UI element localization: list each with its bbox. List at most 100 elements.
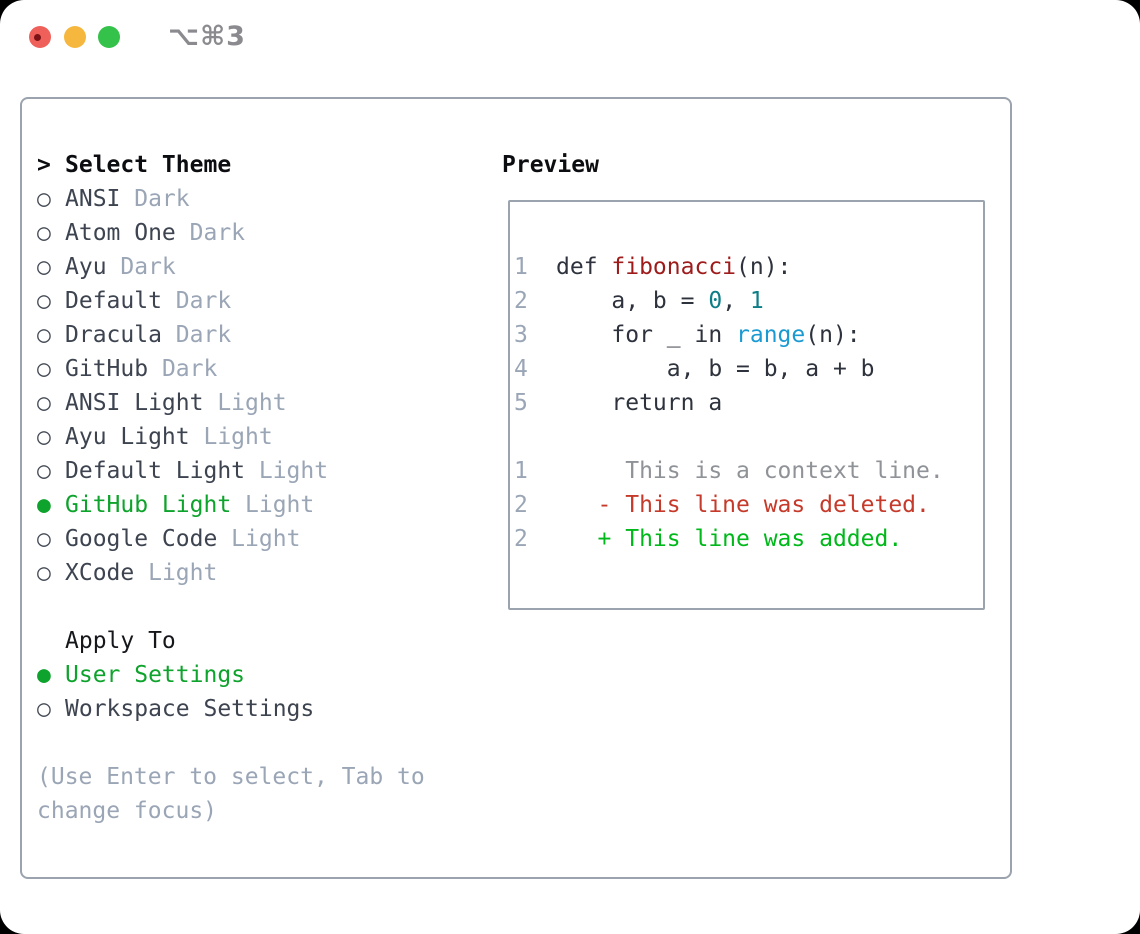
code-line: 4 a, b = b, a + b (514, 352, 983, 386)
theme-name: Ayu (65, 254, 107, 280)
code-token: a, b = b, a + b (556, 356, 875, 382)
radio-unselected-icon: ○ (37, 424, 51, 450)
code-text: def fibonacci(n): (556, 254, 791, 280)
theme-option-default-light[interactable]: ○ Default Light Light (37, 454, 425, 488)
code-token: fibonacci (611, 254, 737, 280)
theme-option-ansi[interactable]: ○ ANSI Dark (37, 182, 425, 216)
theme-variant: Light (231, 492, 315, 518)
code-token: range (736, 322, 806, 348)
theme-name: ANSI Light (65, 390, 204, 416)
theme-option-atom-one[interactable]: ○ Atom One Dark (37, 216, 425, 250)
zoom-button[interactable] (98, 26, 120, 48)
theme-variant: Light (134, 560, 218, 586)
line-number: 2 (514, 492, 528, 518)
theme-variant: Light (245, 458, 329, 484)
select-theme-header: > Select Theme (37, 148, 425, 182)
apply-to-title: Apply To (65, 628, 176, 654)
radio-unselected-icon: ○ (37, 390, 51, 416)
preview-title: Preview (502, 152, 599, 178)
radio-unselected-icon: ○ (37, 458, 51, 484)
code-token: return a (556, 390, 723, 416)
line-number: 1 (514, 254, 528, 280)
theme-name: Ayu Light (65, 424, 190, 450)
theme-name: GitHub (65, 356, 149, 382)
radio-unselected-icon: ○ (37, 356, 51, 382)
theme-option-default[interactable]: ○ Default Dark (37, 284, 425, 318)
close-dot-icon (34, 34, 41, 41)
radio-unselected-icon: ○ (37, 186, 51, 212)
radio-unselected-icon: ○ (37, 696, 51, 722)
code-token: (n): (736, 254, 792, 280)
apply-option-label: User Settings (65, 662, 246, 688)
theme-name: Default Light (65, 458, 246, 484)
radio-unselected-icon: ○ (37, 526, 51, 552)
select-theme-title: Select Theme (65, 152, 232, 178)
theme-option-dracula[interactable]: ○ Dracula Dark (37, 318, 425, 352)
apply-to-list: ● User Settings ○ Workspace Settings (37, 658, 425, 726)
radio-unselected-icon: ○ (37, 220, 51, 246)
theme-variant: Light (189, 424, 273, 450)
theme-option-xcode[interactable]: ○XCode Light (37, 556, 425, 590)
theme-variant: Dark (148, 356, 218, 382)
code-text: a, b = b, a + b (556, 356, 875, 382)
line-number: 5 (514, 390, 528, 416)
window-title: ⌥⌘3 (168, 21, 246, 52)
radio-unselected-icon: ○ (37, 322, 51, 348)
theme-option-ayu[interactable]: ○ Ayu Dark (37, 250, 425, 284)
code-line: 1 def fibonacci(n): (514, 250, 983, 284)
close-button[interactable] (29, 26, 51, 48)
radio-unselected-icon: ○ (37, 254, 51, 280)
code-token: a, b = (556, 288, 709, 314)
code-text: for _ in range(n): (556, 322, 861, 348)
radio-selected-icon: ● (37, 662, 51, 688)
minimize-button[interactable] (64, 26, 86, 48)
theme-list: ○ ANSI Dark ○ Atom One Dark ○ Ayu Dark ○ Defaul… (37, 182, 425, 590)
theme-name: XCode (65, 560, 135, 586)
code-token: , (722, 288, 750, 314)
theme-option-google-code[interactable]: ○Google Code Light (37, 522, 425, 556)
theme-variant: Light (217, 526, 301, 552)
theme-option-github[interactable]: ○ GitHub Dark (37, 352, 425, 386)
code-token: (n): (805, 322, 861, 348)
theme-name: Atom One (65, 220, 176, 246)
diff-text: + This line was added. (556, 526, 903, 552)
code-text: a, b = 0, 1 (556, 288, 764, 314)
theme-option-github-light[interactable]: ● GitHub Light Light (37, 488, 425, 522)
theme-name: Default (65, 288, 162, 314)
theme-name: ANSI (65, 186, 121, 212)
diff-text: - This line was deleted. (556, 492, 930, 518)
hint-line-1: (Use Enter to select, Tab to (37, 764, 425, 790)
theme-option-ayu-light[interactable]: ○ Ayu Light Light (37, 420, 425, 454)
line-number: 2 (514, 288, 528, 314)
radio-selected-icon: ● (37, 492, 51, 518)
code-token: 0 (708, 288, 723, 314)
apply-option-label: Workspace Settings (65, 696, 315, 722)
code-text: return a (556, 390, 722, 416)
theme-name: GitHub Light (65, 492, 232, 518)
diff-preview: 1 This is a context line.2 - This line w… (514, 454, 983, 556)
radio-unselected-icon: ○ (37, 288, 51, 314)
theme-variant: Dark (120, 186, 190, 212)
theme-variant: Dark (175, 220, 246, 246)
code-token: 1 (749, 288, 764, 314)
line-number: 3 (514, 322, 528, 348)
code-token: for _ in (556, 322, 737, 348)
theme-name: Dracula (65, 322, 162, 348)
diff-line-context: 1 This is a context line. (514, 454, 983, 488)
theme-variant: Dark (106, 254, 176, 280)
line-number: 1 (514, 458, 528, 484)
theme-option-ansi-light[interactable]: ○ANSI Light Light (37, 386, 425, 420)
indent-spacer (37, 624, 65, 658)
apply-to-header: Apply To (37, 624, 425, 658)
code-line: 2 a, b = 0, 1 (514, 284, 983, 318)
code-token: def (556, 254, 612, 280)
theme-variant: Dark (161, 322, 232, 348)
apply-option-user-settings[interactable]: ● User Settings (37, 658, 425, 692)
diff-text: This is a context line. (556, 458, 944, 484)
theme-variant: Dark (161, 288, 232, 314)
diff-line-deleted: 2 - This line was deleted. (514, 488, 983, 522)
cursor-icon: > (37, 152, 51, 178)
main-panel: > Select Theme ○ ANSI Dark ○ Atom One Dark ○ A… (20, 97, 1012, 879)
apply-option-workspace-settings[interactable]: ○ Workspace Settings (37, 692, 425, 726)
